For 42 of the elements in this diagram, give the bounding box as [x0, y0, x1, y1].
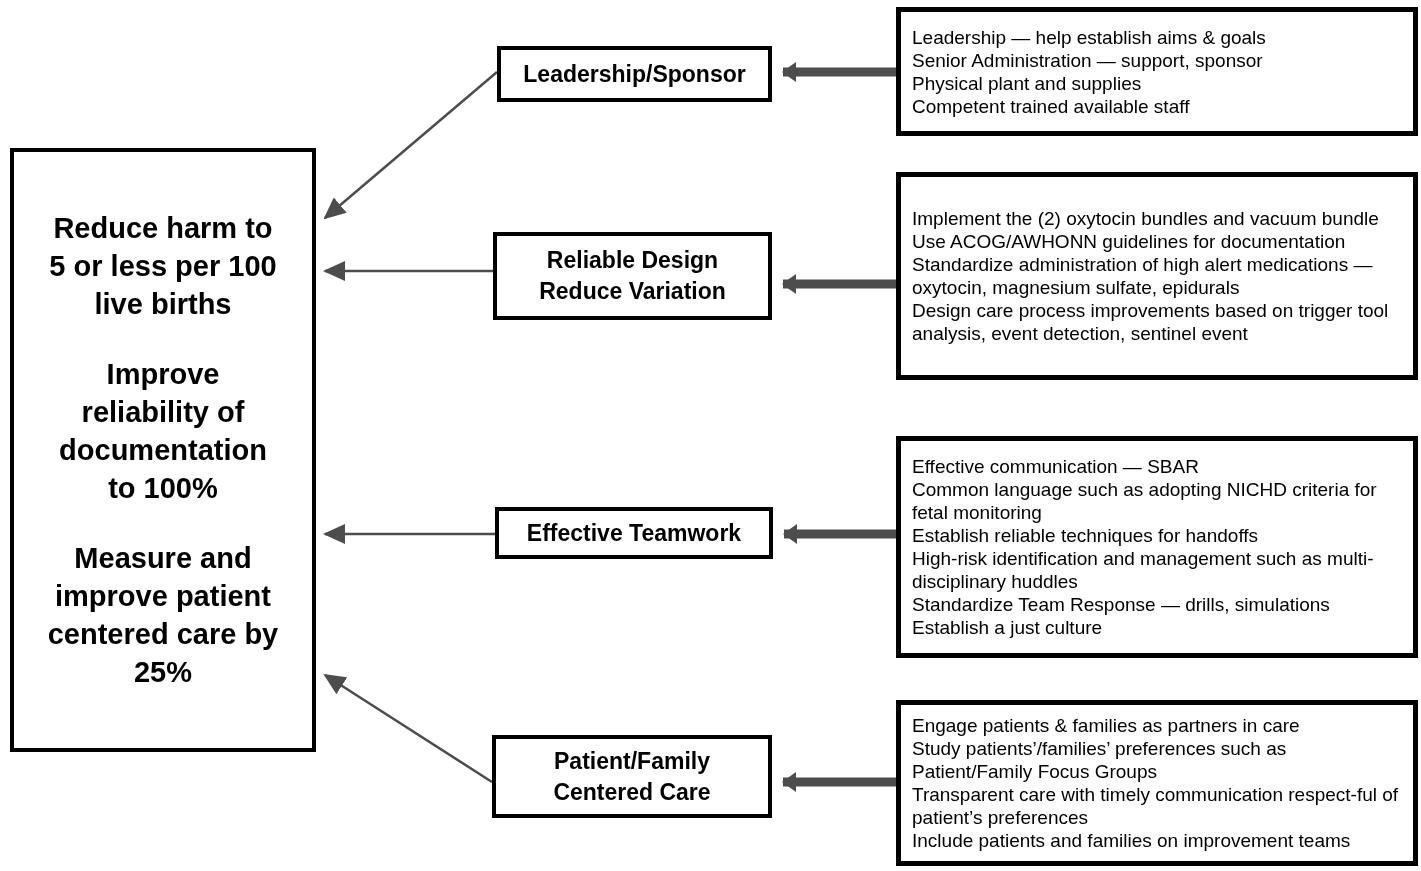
driver-box — [497, 46, 772, 102]
action-item: Effective communication — SBAR — [912, 455, 1200, 478]
action-item: Leadership — help establish aims & goals — [912, 25, 1267, 49]
action-item: Use ACOG/AWHONN guidelines for documentation — [912, 230, 1347, 253]
arrow — [323, 261, 493, 281]
detail-box — [896, 172, 1418, 380]
action-item: Standardize administration of high alert medications — oxytocin, magnesium sulfate, epidurals — [912, 253, 1374, 299]
driver-box — [492, 735, 772, 818]
action-item: Establish reliable techniques for handoffs — [912, 524, 1260, 547]
arrow — [323, 71, 498, 220]
arrow — [782, 62, 896, 82]
action-item: Transparent care with timely communication respect-ful of patient’s preferences — [912, 783, 1400, 829]
goal-text: Measure and improve patient centered care by 25% — [46, 541, 280, 690]
action-item: High-risk identification and management such as multi-disciplinary huddles — [912, 547, 1375, 593]
goal-text: Reduce harm to 5 or less per 100 live births — [48, 211, 278, 322]
driver-label: Leadership/Sponsor — [523, 59, 746, 89]
action-item: Include patients and families on improvement teams — [912, 829, 1352, 852]
driver-label: Reliable Design Reduce Variation — [538, 246, 727, 306]
action-item: Competent trained available staff — [912, 94, 1191, 118]
action-item: Physical plant and supplies — [912, 71, 1143, 95]
arrow — [323, 524, 495, 544]
action-item: Study patients’/families’ preferences such as Patient/Family Focus Groups — [912, 737, 1288, 783]
driver-box — [493, 232, 772, 320]
action-item: Senior Administration — support, sponsor — [912, 48, 1264, 72]
detail-box — [896, 7, 1418, 136]
action-item: Implement the (2) oxytocin bundles and vacuum bundle — [912, 207, 1380, 230]
driver-box — [495, 507, 773, 559]
driver-label: Effective Teamwork — [526, 518, 742, 548]
arrow — [323, 673, 493, 784]
detail-box — [896, 436, 1418, 658]
action-item: Common language such as adopting NICHD criteria for fetal monitoring — [912, 478, 1378, 524]
arrow — [782, 772, 896, 792]
action-item: Engage patients & families as partners in care — [912, 714, 1301, 737]
detail-box — [896, 700, 1418, 866]
action-item: Standardize Team Response — drills, simulations — [912, 593, 1331, 616]
arrow — [782, 274, 896, 294]
action-item: Establish a just culture — [912, 616, 1104, 639]
arrow — [783, 524, 896, 544]
goal-text: Improve reliability of documentation to 100% — [58, 357, 268, 506]
driver-label: Patient/Family Centered Care — [552, 746, 712, 807]
goal-box — [10, 148, 316, 752]
action-item: Design care process improvements based on trigger tool analysis, event detection, sentinel event — [912, 299, 1390, 345]
